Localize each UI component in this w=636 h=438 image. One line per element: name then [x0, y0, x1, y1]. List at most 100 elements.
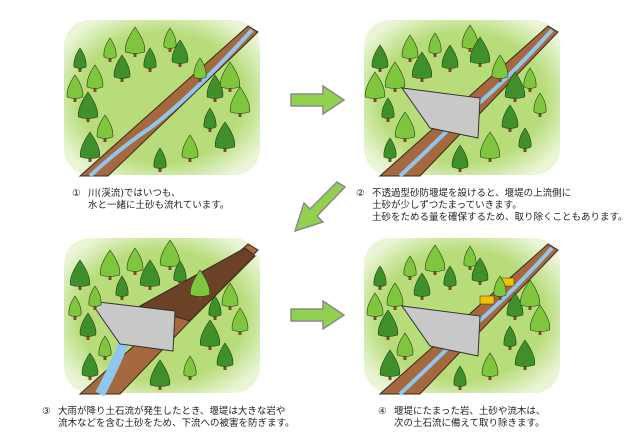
illustration-debris-flow [64, 238, 260, 396]
tree-icon [181, 134, 199, 162]
caption-line: 土砂をためる量を確保するため、取り除くこともあります。 [372, 212, 628, 223]
tree-icon [441, 44, 459, 72]
caption-number: ③ [42, 406, 51, 417]
tree-icon [519, 279, 541, 310]
tree-icon [379, 349, 401, 380]
tree-icon [163, 27, 177, 52]
tree-icon [364, 71, 386, 102]
tree-icon [79, 131, 101, 162]
tree-icon [386, 282, 404, 310]
tree-icon [479, 131, 501, 162]
tree-icon [115, 275, 129, 300]
trees-group [364, 24, 547, 172]
tree-icon [139, 259, 161, 290]
tree-icon [219, 61, 241, 92]
panel-4-removal [360, 226, 580, 396]
dam-structure [400, 305, 481, 357]
tree-icon [424, 244, 446, 275]
tree-icon [229, 86, 251, 117]
tree-icon [149, 359, 171, 390]
panel-1-river-normal [60, 8, 280, 178]
caption-number: ① [72, 188, 81, 199]
tree-icon [384, 61, 406, 92]
tree-icon [221, 282, 239, 310]
tree-icon [68, 295, 82, 320]
caption-line: 流木などを含む土砂をため、下流への被害を防ぎます。 [58, 418, 295, 429]
tree-icon [86, 64, 104, 92]
caption-line: 水と一緒に土砂も流れています。 [88, 200, 230, 211]
tree-icon [481, 352, 499, 380]
tree-icon [99, 249, 121, 280]
tree-icon [514, 339, 536, 370]
tree-icon [504, 71, 526, 102]
tree-icon [381, 97, 395, 122]
tree-icon [153, 147, 167, 172]
tree-icon [518, 127, 532, 152]
tree-icon [394, 111, 416, 142]
panel-3-debris-flow [60, 226, 280, 396]
tree-icon [208, 295, 222, 320]
illustration-river [64, 20, 260, 178]
trees-group [68, 239, 249, 390]
tree-icon [491, 54, 509, 82]
tree-icon [189, 269, 211, 300]
arrow-down-left-icon [293, 181, 347, 233]
tree-icon [411, 51, 433, 82]
caption-number: ④ [378, 406, 387, 417]
tree-icon [463, 245, 477, 270]
tree-icon [173, 260, 187, 285]
tree-icon [428, 32, 442, 57]
dam-structure [400, 87, 481, 139]
tree-icon [159, 239, 181, 270]
trees-group [66, 26, 251, 172]
tree-icon [501, 104, 519, 132]
tree-icon [124, 26, 146, 57]
tree-icon [461, 24, 479, 52]
excavator [479, 295, 495, 305]
tree-icon [529, 304, 551, 335]
tree-icon [401, 34, 419, 62]
tree-icon [66, 74, 84, 102]
illustration-dam [364, 20, 560, 178]
caption-line: 大雨が降り土石流が発生したとき、堰堤は大きな岩や [58, 406, 286, 417]
tree-icon [96, 114, 114, 142]
caption-4: ④ 堰堤にたまった岩、土砂や流木は、 次の土石流に備えて取り除きます。 [378, 406, 545, 430]
tree-icon [103, 37, 117, 62]
caption-line: 堰堤にたまった岩、土砂や流木は、 [394, 406, 546, 417]
tree-icon [126, 247, 144, 275]
trees-group [366, 244, 551, 390]
illustration-removal [364, 238, 560, 396]
tree-icon [69, 259, 91, 290]
caption-line: 土砂が少しずつたまっていきます。 [372, 200, 522, 211]
tree-icon [451, 144, 469, 172]
tree-icon [396, 332, 414, 360]
tree-icon [453, 365, 467, 390]
caption-line: 次の土石流に備えて取り除きます。 [394, 418, 545, 429]
arrow-right-icon [290, 300, 346, 330]
tree-icon [533, 92, 547, 117]
tree-icon [413, 272, 431, 300]
tree-icon [371, 44, 389, 72]
tree-icon [493, 275, 507, 300]
caption-number: ② [356, 188, 365, 199]
tree-icon [81, 352, 99, 380]
tree-icon [171, 39, 189, 67]
tree-icon [73, 47, 87, 72]
tree-icon [88, 285, 102, 310]
tree-icon [113, 54, 131, 82]
tree-icon [79, 312, 97, 340]
tree-icon [366, 292, 384, 320]
tree-icon [377, 309, 399, 340]
tree-icon [469, 36, 491, 67]
caption-line: 不透過型砂防堰堤を設けると、堰堤の上流側に [372, 188, 572, 199]
tree-icon [214, 121, 236, 152]
caption-3: ③ 大雨が降り土石流が発生したとき、堰堤は大きな岩や 流木などを含む土砂をため、下… [42, 406, 295, 430]
tree-icon [403, 255, 417, 280]
arrow-right-icon [290, 85, 346, 115]
dam-structure [88, 300, 176, 352]
tree-icon [216, 342, 234, 370]
tree-icon [471, 257, 489, 285]
tree-icon [203, 107, 217, 132]
tree-icon [143, 47, 157, 72]
